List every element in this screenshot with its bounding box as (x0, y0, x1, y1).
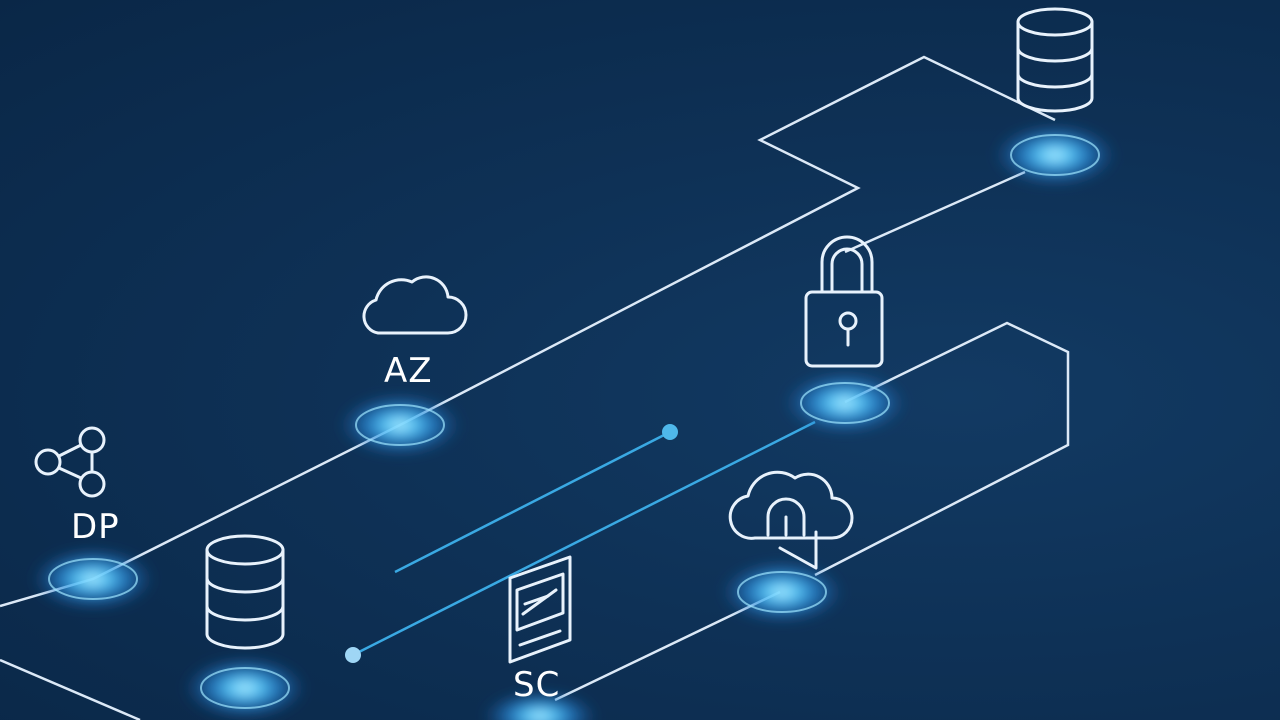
left-edge-line (0, 658, 141, 720)
accent-line-upper (394, 430, 671, 574)
accent-line-lower (352, 420, 816, 657)
pad-database-top (993, 123, 1117, 187)
lower-loop-path (814, 321, 1070, 577)
network-nodes-icon (34, 426, 106, 498)
pad-az (338, 393, 462, 457)
pad-dp (31, 547, 155, 611)
accent-lines (352, 420, 816, 657)
document-icon (508, 555, 572, 664)
node-pads (31, 123, 1117, 720)
sc-label: SC (513, 665, 561, 705)
pad-upload (720, 560, 844, 624)
accent-dot-lower (345, 647, 361, 663)
database-icon (205, 534, 285, 650)
cloud-upload-icon (728, 470, 854, 570)
dp-label: DP (71, 507, 120, 547)
padlock-icon (804, 235, 884, 368)
pad-sc (482, 690, 598, 720)
accent-dot-upper (662, 424, 678, 440)
lock-to-database-line (844, 170, 1026, 254)
pad-database-bottom (183, 656, 307, 720)
az-label: AZ (384, 351, 433, 391)
pad-lock (783, 371, 907, 435)
database-icon (1016, 7, 1094, 113)
connection-lines (0, 55, 1070, 720)
cloud-icon (362, 275, 468, 335)
main-path (0, 55, 1056, 608)
